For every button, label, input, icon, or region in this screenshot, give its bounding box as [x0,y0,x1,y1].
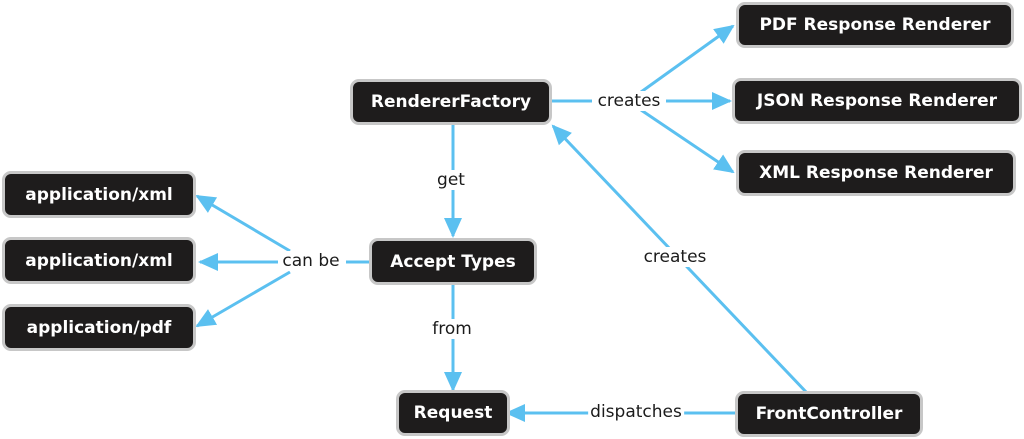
edge-can-be-to-pdf [195,270,291,328]
edge-label-can-be: can be [280,251,342,271]
edge-label-dispatches: dispatches [588,402,684,422]
edge-creates-to-xml-renderer [640,108,735,174]
node-application-xml-2[interactable]: application/xml [2,237,196,284]
node-xml-response-renderer[interactable]: XML Response Renderer [736,150,1016,196]
edge-label-from: from [430,319,474,339]
node-json-response-renderer[interactable]: JSON Response Renderer [732,78,1022,124]
edge-creates-to-pdf-renderer [640,24,735,94]
node-request[interactable]: Request [396,390,510,436]
node-front-controller[interactable]: FrontController [735,391,923,437]
node-accept-types[interactable]: Accept Types [369,238,537,285]
edge-can-be-to-xml-1 [195,194,291,253]
node-pdf-response-renderer[interactable]: PDF Response Renderer [736,2,1014,48]
node-renderer-factory[interactable]: RendererFactory [350,79,552,125]
edge-label-creates-factory: creates [641,247,709,267]
edge-label-creates-renderers: creates [595,91,663,111]
node-application-xml-1[interactable]: application/xml [2,171,196,218]
node-application-pdf[interactable]: application/pdf [2,304,196,351]
edge-label-get: get [435,170,467,190]
